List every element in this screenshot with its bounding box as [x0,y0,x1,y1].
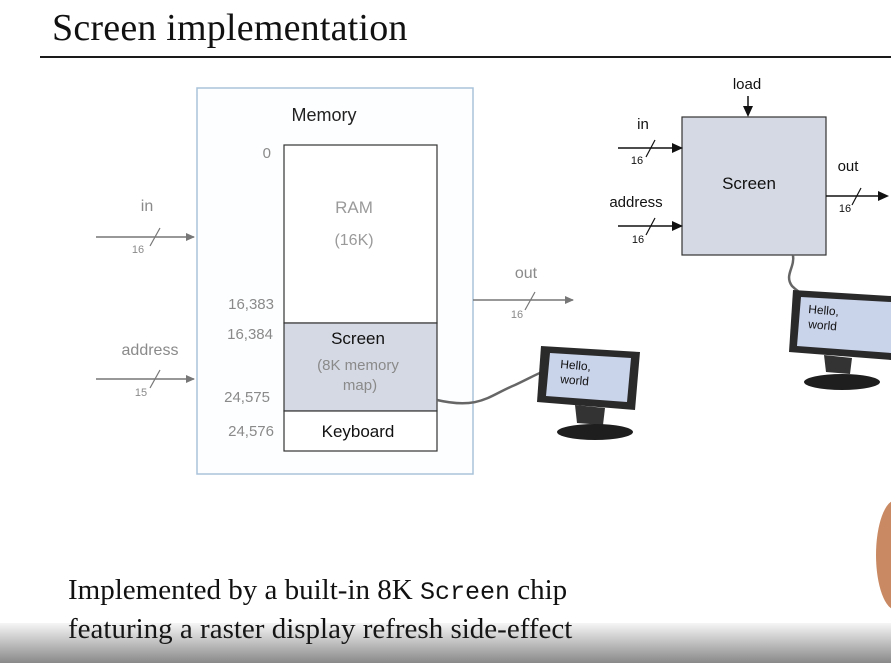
chip-in-bus-slash [645,139,656,158]
chip-monitor-text-hello: Hello, [808,302,840,319]
chip-load-label: load [733,76,761,93]
keyboard-label: Keyboard [322,422,395,441]
address-label-24576: 24,576 [228,423,274,440]
caption-line-1-pre: Implemented by a built-in 8K [68,574,420,606]
memory-address-bus-slash [149,369,161,389]
monitor-text-hello: Hello, [560,357,592,374]
page-title: Screen implementation [52,7,408,49]
monitor-icon [537,346,640,440]
chip-monitor-icon [789,290,891,390]
screen-map-desc-2: map) [343,377,377,394]
chip-address-label: address [609,194,662,211]
memory-out-label: out [515,265,538,282]
address-label-0: 0 [263,145,271,162]
address-label-16383: 16,383 [228,296,274,313]
memory-in-bus-slash [149,227,161,247]
ram-label: RAM [335,198,373,217]
address-label-16384: 16,384 [227,326,273,343]
chip-monitor-text-world: world [807,317,838,334]
memory-in-width: 16 [132,244,144,256]
screen-map-label: Screen [331,329,385,348]
chip-in-label: in [637,116,649,133]
screen-memory-map [283,322,438,412]
screen-map-desc-1: (8K memory [317,357,399,374]
chip-out-bus-slash [851,187,862,206]
memory-in-label: in [141,198,153,215]
chip-address-width: 16 [632,234,644,246]
memory-address-width: 15 [135,387,147,399]
chip-in-width: 16 [631,155,643,167]
caption-line-1-post: chip [509,574,568,606]
memory-address-label: address [122,342,179,359]
keyboard-segment [283,410,438,452]
chip-address-bus-slash [645,217,656,236]
chip-out-label: out [838,158,860,175]
ram-segment [283,144,438,324]
title-divider [40,56,891,58]
screen-chip [681,116,827,256]
caption-line-1: Implemented by a built-in 8K Screen chip [68,572,572,611]
memory-out-width: 16 [511,309,523,321]
memory-out-bus-slash [524,291,536,311]
screen-chip-label: Screen [722,174,776,193]
chip-out-width: 16 [839,203,851,215]
address-label-24575: 24,575 [224,389,270,406]
video-bottom-bar [0,623,891,663]
presenter-silhouette [876,500,891,610]
ram-size: (16K) [334,232,373,249]
monitor-text-world: world [559,372,590,389]
memory-label: Memory [291,105,356,125]
caption-line-1-mono: Screen [419,578,510,607]
